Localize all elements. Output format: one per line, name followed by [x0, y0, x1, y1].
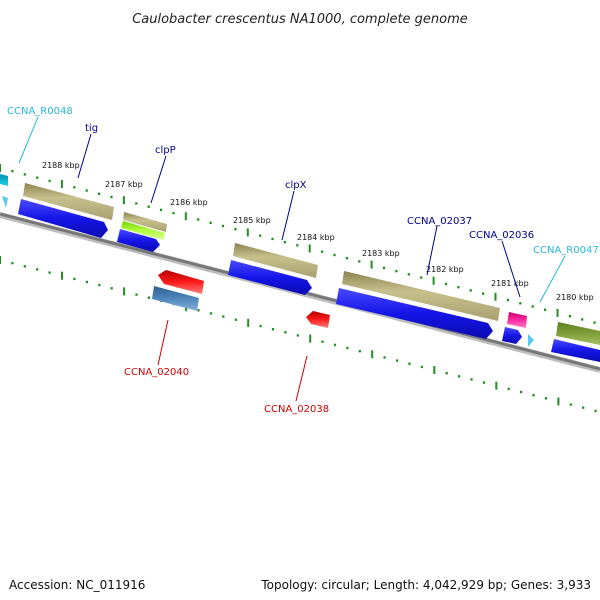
tick-label: 2185 kbp: [233, 216, 271, 225]
forward-features: [0, 174, 600, 362]
tick-scale-upper: [0, 164, 596, 324]
gene-label-clpP: clpP: [155, 145, 176, 156]
tick-label: 2188 kbp: [42, 161, 80, 170]
gene-CCNA_02036: [507, 312, 527, 328]
gene-label-clpX: clpX: [285, 180, 307, 191]
gene-clpP: [123, 212, 167, 232]
gene-label-CCNA_02036: CCNA_02036: [469, 230, 534, 241]
cds-CCNA_02040: [158, 270, 204, 294]
gene-label-CCNA_R0047: CCNA_R0047: [533, 245, 599, 256]
tick-label: 2180 kbp: [556, 293, 594, 302]
gene-clpX: [233, 243, 318, 278]
gene-label-CCNA_02038: CCNA_02038: [264, 404, 329, 415]
gene-label-CCNA_02037: CCNA_02037: [407, 216, 472, 227]
gene-label-tig: tig: [85, 123, 98, 134]
cds-CCNA_02037: [336, 288, 493, 339]
tick-label: 2187 kbp: [105, 180, 143, 189]
tick-scale-lower: [0, 256, 597, 413]
gene-label-CCNA_02040: CCNA_02040: [124, 367, 189, 378]
feature-cyan-arrow-left: [2, 196, 8, 208]
cds-tig: [18, 199, 108, 238]
map-title: Caulobacter crescentus NA1000, complete …: [132, 12, 468, 27]
cds-right-edge: [551, 339, 600, 362]
cds-clpX: [228, 260, 312, 295]
gene-labels: CCNA_R0048 tig clpP clpX CCNA_02037 CCNA…: [7, 106, 599, 415]
gene-CCNA_02037: [342, 271, 500, 321]
label-connectors: [18, 116, 566, 402]
tick-label: 2182 kbp: [426, 265, 464, 274]
feature-clpP-lime: [121, 221, 165, 240]
cds-CCNA_02038: [306, 311, 330, 328]
reverse-features: [152, 270, 330, 328]
tick-label: 2181 kbp: [491, 279, 529, 288]
rna-CCNA_R0047: [528, 334, 534, 347]
gene-CCNA_02040: [152, 286, 199, 311]
gene-tig: [23, 183, 114, 220]
genome-summary-text: Topology: circular; Length: 4,042,929 bp…: [261, 578, 591, 592]
tick-label: 2186 kbp: [170, 198, 208, 207]
gene-label-CCNA_R0048: CCNA_R0048: [7, 106, 73, 117]
feature-cyan-left: [0, 174, 8, 186]
tick-label: 2184 kbp: [297, 233, 335, 242]
cds-CCNA_02036: [502, 327, 522, 344]
tick-labels: 2188 kbp 2187 kbp 2186 kbp 2185 kbp 2184…: [42, 161, 594, 302]
accession-text: Accession: NC_011916: [9, 578, 146, 592]
cds-clpP: [117, 229, 160, 252]
tick-label: 2183 kbp: [362, 249, 400, 258]
gene-right-edge: [556, 322, 600, 345]
